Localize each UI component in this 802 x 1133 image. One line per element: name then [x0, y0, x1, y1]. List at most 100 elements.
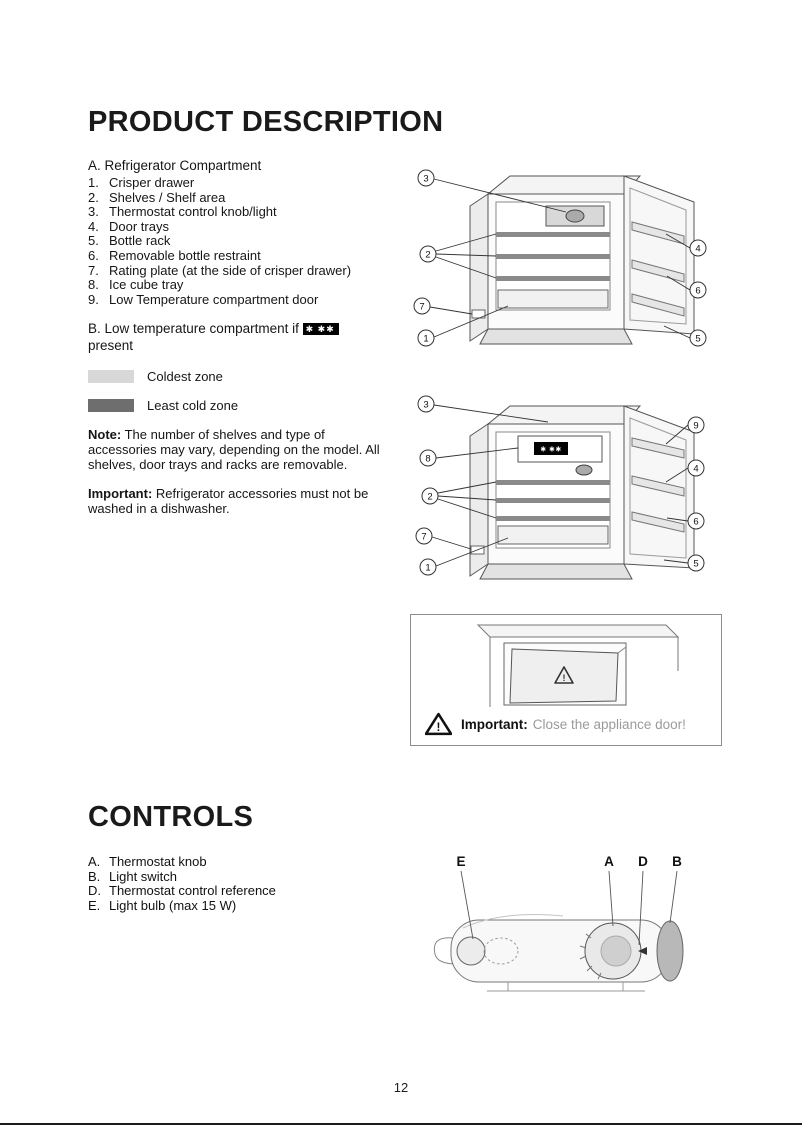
shelves [496, 480, 610, 521]
callout-8: 8 [419, 449, 437, 467]
svg-text:4: 4 [695, 243, 700, 254]
appliance-door [509, 648, 619, 704]
item-number: 2. [88, 189, 99, 205]
callout-5: 5 [689, 329, 707, 347]
list-item: 9.Low Temperature compartment door [88, 291, 388, 308]
callout-1: 1 [417, 329, 435, 347]
thermostat-assembly-diagram: E A D B [433, 854, 684, 992]
legend-label: Least cold zone [147, 397, 239, 413]
svg-text:1: 1 [423, 333, 428, 344]
label-d: D [638, 854, 648, 869]
svg-text:!: ! [563, 673, 566, 683]
label-b: B [672, 854, 682, 869]
list-item: 1. Crisper drawer [88, 175, 388, 191]
item-label: Door trays [109, 218, 169, 234]
end-cap [656, 920, 684, 982]
label-leader-lines [460, 870, 678, 946]
door-tray [631, 259, 685, 283]
leader-lines [431, 404, 689, 567]
thermostat-knob [565, 209, 585, 223]
label-e: E [456, 854, 465, 869]
open-door [623, 405, 695, 569]
refrigerator-diagram-2: ✱ ✱✱ [415, 395, 705, 580]
item-number: 8. [88, 277, 99, 293]
callout-2: 2 [419, 245, 437, 263]
interior [471, 201, 611, 319]
callout-4: 4 [687, 459, 705, 477]
item-number: E. [88, 897, 101, 913]
list-item: 2. Shelves / Shelf area [88, 189, 388, 206]
list-item: 6. Removable bottle restraint [88, 247, 388, 264]
section-b-title: B. Low temperature compartment if ✱ ✱✱ p… [88, 321, 388, 354]
list-item: E.Light bulb (max 15 W) [88, 897, 276, 914]
callout-6: 6 [687, 512, 705, 530]
item-number: 7. [88, 262, 99, 278]
svg-text:3: 3 [423, 173, 428, 184]
page-number: 12 [393, 1080, 409, 1095]
list-item: D.Thermostat control reference [88, 884, 276, 899]
light-bulb [456, 936, 519, 966]
svg-text:6: 6 [695, 285, 700, 296]
callout-6: 6 [689, 281, 707, 299]
item-number: 6. [88, 247, 99, 263]
open-door [623, 175, 695, 335]
door-warning-triangle-icon: ! [554, 666, 574, 684]
svg-text:9: 9 [693, 420, 698, 431]
door-warning-caption: ! Important: Close the appliance door! [425, 712, 686, 736]
section-a-title: A. Refrigerator Compartment [88, 158, 262, 173]
freezer-star-badge: ✱ ✱✱ [302, 323, 339, 336]
item-label: Removable bottle restraint [109, 247, 261, 263]
warning-triangle-icon: ! [425, 712, 452, 736]
callout-1: 1 [419, 558, 437, 576]
item-number: 1. [88, 175, 99, 190]
item-label: Ice cube tray [109, 277, 184, 293]
note-paragraph: Note: The number of shelves and type of … [88, 427, 384, 472]
item-number: 3. [88, 204, 99, 220]
footer-rule [0, 1123, 802, 1125]
svg-text:3: 3 [423, 399, 428, 410]
refrigerator-parts-list: 1.Crisper drawer 2.Shelves / Shelf area … [88, 175, 388, 308]
note-label: Note: [88, 427, 122, 443]
crisper-drawer [497, 289, 609, 309]
svg-text:2: 2 [427, 491, 432, 502]
important-label: Important: [88, 486, 153, 502]
item-label: Bottle rack [109, 233, 171, 249]
callout-7: 7 [413, 297, 431, 315]
door-warning-figure: ! ! Important: Close the appliance door! [410, 614, 722, 746]
product-description-title: PRODUCT DESCRIPTION [88, 106, 444, 138]
item-number: 5. [88, 233, 99, 249]
interior: ✱ ✱✱ [470, 431, 611, 555]
list-item: B.Light switch [88, 868, 276, 885]
list-item: 3.Thermostat control knob/light [88, 205, 388, 220]
important-text: Refrigerator accessories must not be was… [88, 486, 369, 517]
list-item: 7. Rating plate (at the side of crisper d… [88, 262, 388, 279]
svg-text:7: 7 [419, 301, 424, 312]
leader-lines [429, 178, 691, 339]
note-text: The number of shelves and type of access… [88, 427, 380, 473]
callout-9: 9 [687, 416, 705, 434]
low-temperature-compartment: ✱ ✱✱ [517, 435, 603, 476]
reference-mark [638, 947, 647, 955]
callout-7: 7 [415, 527, 433, 545]
item-number: 4. [88, 218, 99, 234]
item-number: D. [88, 883, 101, 899]
svg-text:8: 8 [425, 453, 430, 464]
coldest-zone-swatch [88, 369, 134, 383]
item-label: Rating plate (at the side of crisper dra… [109, 262, 352, 278]
item-label: Thermostat knob [109, 854, 207, 869]
callout-5: 5 [687, 554, 705, 572]
svg-text:!: ! [437, 721, 441, 734]
bottle-rack [631, 293, 685, 317]
bottle-rack [631, 511, 685, 533]
list-item: 5. Bottle rack [88, 234, 388, 249]
controls-list: A.Thermostat knob B.Light switch D.Therm… [88, 854, 276, 914]
important-paragraph: Important: Refrigerator accessories must… [88, 486, 384, 516]
important-label: Important: [461, 716, 528, 732]
least-cold-zone-swatch [88, 398, 134, 412]
item-number: B. [88, 868, 101, 884]
item-label: Low Temperature compartment door [109, 291, 319, 307]
item-label: Crisper drawer [109, 175, 195, 190]
item-label: Shelves / Shelf area [109, 189, 226, 205]
appliance-door-illustration: ! [476, 624, 680, 707]
